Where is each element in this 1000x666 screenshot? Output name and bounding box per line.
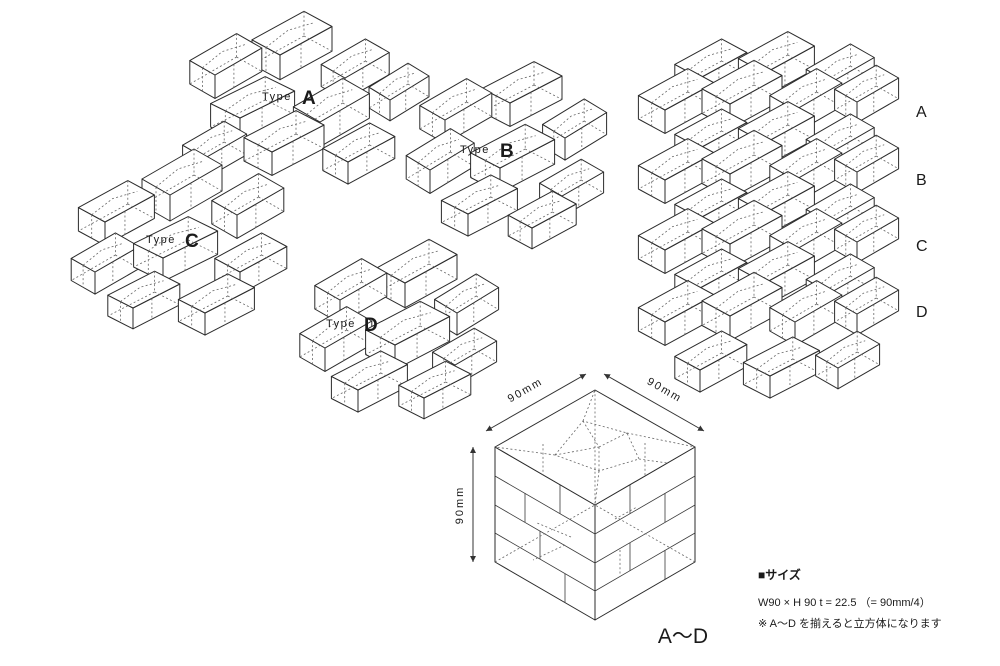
type-b-blocks: Type B (405, 61, 608, 250)
cube-figure: 90mm 90mm 90mm A～D (454, 374, 708, 648)
type-b-label-prefix: Type (460, 144, 490, 156)
brick (251, 10, 333, 81)
type-c-label-letter: C (185, 231, 199, 252)
brick (133, 216, 219, 282)
dim-arrow-top-right (604, 374, 704, 431)
type-d-label-letter: D (364, 315, 378, 336)
brick (815, 330, 880, 390)
dim-label-left: 90mm (454, 486, 466, 525)
brick (177, 273, 255, 336)
brick (507, 190, 577, 250)
size-note-line1: W90 × H 90 t = 22.5 （= 90mm/4） (758, 597, 931, 609)
type-d-blocks: Type D (299, 238, 500, 420)
brick (398, 360, 472, 420)
brick (742, 336, 820, 399)
brick (211, 173, 285, 239)
type-c-blocks: Type C (70, 148, 288, 336)
brick (674, 330, 748, 393)
dim-arrow-top-left (486, 374, 586, 431)
brick (405, 128, 475, 194)
size-note-heading: ■サイズ (758, 568, 801, 582)
type-a-label-letter: A (302, 88, 316, 109)
brick (440, 174, 518, 237)
brick (481, 61, 563, 127)
stack-label-a: A (916, 104, 927, 121)
stack-label-d: D (916, 304, 928, 321)
size-note: ■サイズ W90 × H 90 t = 22.5 （= 90mm/4） ※ A～… (758, 566, 994, 635)
type-a-label-prefix: Type (262, 91, 292, 103)
type-b-label-letter: B (500, 141, 514, 162)
type-d-label-prefix: Type (326, 318, 356, 330)
stack-label-c: C (916, 238, 928, 255)
cube-range-label: A～D (658, 625, 708, 648)
size-note-line2: ※ A～D を揃えると立方体になります (758, 617, 942, 630)
type-a-blocks: Type A (182, 10, 430, 185)
type-c-label-prefix: Type (146, 234, 176, 246)
stack-label-b: B (916, 172, 927, 189)
stacked-assembly: A B C D (637, 31, 928, 399)
